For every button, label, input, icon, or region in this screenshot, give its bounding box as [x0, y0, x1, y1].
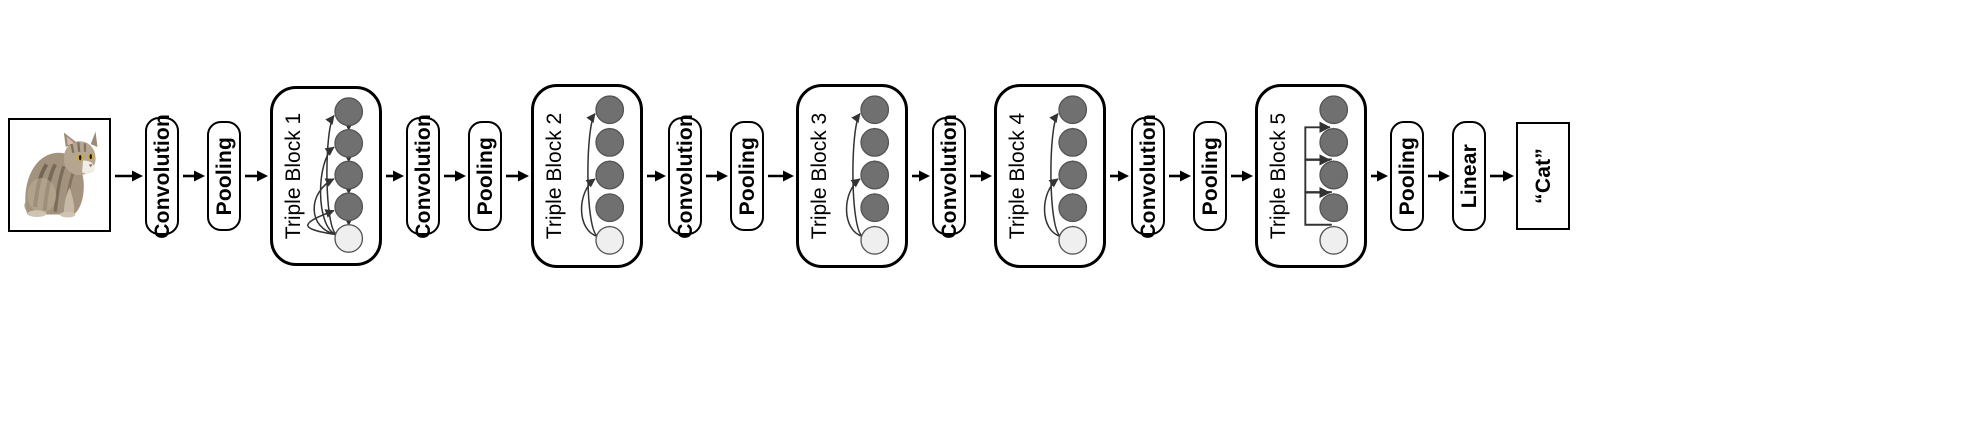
block-node-block2-2	[595, 160, 625, 190]
block-node-block3-0	[860, 95, 890, 125]
layer-label-conv5: Convolution	[1136, 113, 1160, 239]
block-node-block5-0	[1319, 95, 1349, 125]
layer-label-linear: Linear	[1457, 143, 1481, 209]
block-node-block3-3	[860, 193, 890, 223]
layer-label-conv4: Convolution	[937, 113, 961, 239]
block-node-block2-3	[595, 193, 625, 223]
block-node-block2-0	[595, 95, 625, 125]
block-node-block1-4	[334, 224, 364, 253]
block-node-block2-4	[595, 225, 625, 255]
block-node-block4-0	[1058, 95, 1088, 125]
output-label-box: “Cat”	[1516, 122, 1570, 230]
layer-conv3[interactable]: Convolution	[668, 114, 702, 238]
arrow-to-block2	[506, 168, 529, 184]
block-node-block5-4	[1319, 225, 1349, 255]
layer-conv5[interactable]: Convolution	[1131, 114, 1165, 238]
block-node-block1-1	[334, 128, 364, 158]
block-node-block1-3	[334, 192, 364, 222]
layer-label-conv2: Convolution	[411, 113, 435, 239]
layer-label-pool1: Pooling	[212, 136, 236, 216]
output-label: “Cat”	[1531, 148, 1555, 204]
layer-conv2[interactable]: Convolution	[406, 114, 440, 238]
block-graph-block4	[1043, 95, 1088, 255]
arrow-to-output	[1490, 168, 1514, 184]
layer-label-conv1: Convolution	[150, 113, 174, 239]
triple-block-block5[interactable]: Triple Block 5	[1255, 84, 1367, 268]
block-node-block2-1	[595, 128, 625, 157]
arrow-to-conv3	[647, 168, 666, 184]
arrow-to-conv2	[386, 168, 404, 184]
arrow-to-pool4	[1169, 168, 1191, 184]
arrow-to-pool3	[706, 168, 728, 184]
arrow-to-linear	[1428, 168, 1450, 184]
block-node-block3-4	[860, 225, 890, 255]
layer-label-pool3: Pooling	[735, 136, 759, 216]
arrow-to-conv4	[912, 168, 930, 184]
triple-block-block3[interactable]: Triple Block 3	[796, 84, 908, 268]
triple-block-block4[interactable]: Triple Block 4	[994, 84, 1106, 268]
cat-photo-icon	[10, 120, 109, 230]
block-node-block4-1	[1058, 128, 1088, 157]
layer-pool2[interactable]: Pooling	[468, 121, 502, 231]
arrow-to-pool1	[183, 168, 205, 184]
arrow-to-pool5	[1371, 168, 1388, 184]
block-node-block5-3	[1319, 193, 1349, 223]
arrow-to-conv5	[1110, 168, 1129, 184]
block-graph-block3	[845, 95, 890, 255]
layer-label-conv3: Convolution	[673, 113, 697, 239]
layer-pool4[interactable]: Pooling	[1193, 121, 1227, 231]
layer-conv1[interactable]: Convolution	[145, 114, 179, 238]
block-node-block3-1	[860, 128, 890, 157]
arrow-to-conv1	[115, 168, 143, 184]
block-graph-block5	[1304, 95, 1349, 255]
block-node-block3-2	[860, 160, 890, 190]
triple-block-block2[interactable]: Triple Block 2	[531, 84, 643, 268]
triple-block-block1[interactable]: Triple Block 1	[270, 86, 382, 266]
arrow-to-pool2	[444, 168, 466, 184]
arrow-to-block4	[970, 168, 992, 184]
arrow-to-block5	[1231, 168, 1253, 184]
block-graph-block1	[307, 97, 364, 253]
layer-conv4[interactable]: Convolution	[932, 114, 966, 238]
block-node-block1-0	[334, 97, 364, 127]
layer-pool1[interactable]: Pooling	[207, 121, 241, 231]
layer-pool5[interactable]: Pooling	[1390, 121, 1424, 231]
block-node-block4-3	[1058, 193, 1088, 223]
block-node-block5-1	[1319, 128, 1349, 157]
block-node-block4-4	[1058, 225, 1088, 255]
block-node-block1-2	[334, 160, 364, 190]
block-graph-block2	[580, 95, 625, 255]
layer-label-pool5: Pooling	[1395, 136, 1419, 216]
input-image	[8, 118, 111, 232]
arrow-to-block1	[245, 168, 268, 184]
arrow-to-block3	[768, 168, 794, 184]
layer-pool3[interactable]: Pooling	[730, 121, 764, 231]
layer-label-pool4: Pooling	[1198, 136, 1222, 216]
block-node-block5-2	[1319, 160, 1349, 190]
layer-linear[interactable]: Linear	[1452, 121, 1486, 231]
layer-label-pool2: Pooling	[473, 136, 497, 216]
block-node-block4-2	[1058, 160, 1088, 190]
